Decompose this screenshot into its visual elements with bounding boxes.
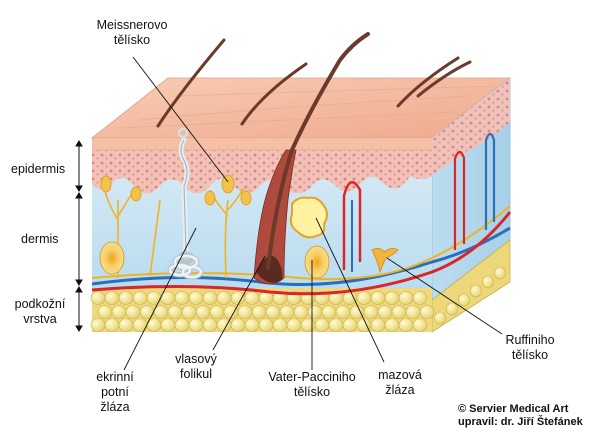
vein bbox=[91, 226, 511, 286]
fat-cell bbox=[230, 318, 246, 332]
fat-cell bbox=[244, 318, 260, 332]
fat-cell bbox=[286, 318, 302, 332]
fat-cell bbox=[132, 291, 148, 305]
credit-text: © Servier Medical Art upravil: dr. Jiří … bbox=[458, 403, 583, 428]
label-pacini: Vater-Pacciniho tělísko bbox=[268, 370, 356, 399]
label-eccrine: ekrinní potní žláza bbox=[96, 370, 134, 414]
fat-cell bbox=[293, 305, 309, 319]
ruffini-ending bbox=[371, 248, 399, 274]
epidermis-layer bbox=[92, 138, 432, 194]
side-face-epidermis bbox=[432, 78, 510, 175]
fat-cell bbox=[398, 291, 414, 305]
fat-cell bbox=[125, 305, 141, 319]
fat-cell bbox=[377, 305, 393, 319]
fat-cell bbox=[458, 293, 470, 307]
label-dermis: dermis bbox=[21, 232, 59, 246]
fat-cell bbox=[258, 318, 274, 332]
fat-cell bbox=[174, 318, 190, 332]
fat-cell bbox=[356, 291, 372, 305]
fat-cell bbox=[434, 311, 446, 325]
fat-cell bbox=[237, 305, 253, 319]
fat-cell bbox=[202, 291, 218, 305]
fat-cell bbox=[470, 284, 482, 298]
fat-cell bbox=[307, 305, 323, 319]
artery bbox=[91, 211, 512, 296]
fat-cell bbox=[244, 291, 260, 305]
fat-cell bbox=[342, 318, 358, 332]
vessel-side-artery bbox=[453, 150, 466, 250]
fat-cell bbox=[391, 305, 407, 319]
fat-cell bbox=[174, 291, 190, 305]
fat-cell bbox=[349, 305, 365, 319]
leader-lines bbox=[123, 56, 503, 371]
sebaceous-gland bbox=[289, 196, 328, 239]
label-sebaceous: mazová žláza bbox=[378, 368, 422, 397]
label-meissner: Meissnerovo tělísko bbox=[96, 18, 168, 47]
fat-cell bbox=[335, 305, 351, 319]
fat-cell bbox=[328, 318, 344, 332]
fat-cell bbox=[370, 318, 386, 332]
fat-cell bbox=[230, 291, 246, 305]
fat-cell bbox=[321, 305, 337, 319]
surface-grooves bbox=[119, 85, 496, 129]
fat-cell bbox=[139, 305, 155, 319]
fat-cell bbox=[446, 302, 458, 316]
label-epidermis: epidermis bbox=[11, 162, 66, 176]
nerve-branches bbox=[103, 185, 321, 279]
fat-cell bbox=[90, 291, 106, 305]
vessel-side-vein bbox=[484, 132, 496, 230]
fat-cell bbox=[384, 318, 400, 332]
fat-cell bbox=[412, 318, 428, 332]
meissner-corpuscles bbox=[100, 174, 252, 206]
fat-cell bbox=[104, 291, 120, 305]
label-subcutis: podkožní vrstva bbox=[14, 297, 66, 326]
fat-cell bbox=[384, 291, 400, 305]
vessel-loop-artery bbox=[342, 181, 362, 270]
pacinian-corpuscles bbox=[99, 241, 330, 279]
fat-cell bbox=[104, 318, 120, 332]
surface-hairs bbox=[156, 38, 472, 128]
fat-cell bbox=[272, 318, 288, 332]
fat-cell bbox=[146, 291, 162, 305]
fat-cell bbox=[398, 318, 414, 332]
fat-cell bbox=[279, 305, 295, 319]
fat-cell bbox=[216, 291, 232, 305]
fat-cell bbox=[195, 305, 211, 319]
fat-cell bbox=[188, 318, 204, 332]
fat-cell bbox=[370, 291, 386, 305]
fat-cell bbox=[419, 305, 435, 319]
fat-cell bbox=[181, 305, 197, 319]
fat-cell bbox=[97, 305, 113, 319]
label-ruffini: Ruffiniho tělísko bbox=[505, 333, 555, 362]
stratum-corneum bbox=[92, 138, 432, 150]
fat-cell bbox=[342, 291, 358, 305]
sweat-pore bbox=[177, 127, 189, 139]
fat-cell bbox=[363, 305, 379, 319]
fat-cell bbox=[494, 266, 506, 280]
fat-cell bbox=[265, 305, 281, 319]
layer-brackets bbox=[75, 140, 83, 332]
fat-cell bbox=[118, 318, 134, 332]
fat-cell bbox=[111, 305, 127, 319]
fat-cell bbox=[482, 275, 494, 289]
fat-cell bbox=[90, 318, 106, 332]
fat-cell bbox=[167, 305, 183, 319]
fat-cell bbox=[251, 305, 267, 319]
fat-cell bbox=[405, 305, 421, 319]
fat-cell bbox=[300, 318, 316, 332]
fat-cell bbox=[412, 291, 428, 305]
hair-shaft-main bbox=[266, 32, 370, 270]
fat-cell bbox=[118, 291, 134, 305]
fat-cell bbox=[314, 318, 330, 332]
fat-cell bbox=[209, 305, 225, 319]
fat-cell bbox=[202, 318, 218, 332]
fat-cell bbox=[188, 291, 204, 305]
label-follicle: vlasový folikul bbox=[175, 352, 217, 381]
fat-cell bbox=[160, 318, 176, 332]
